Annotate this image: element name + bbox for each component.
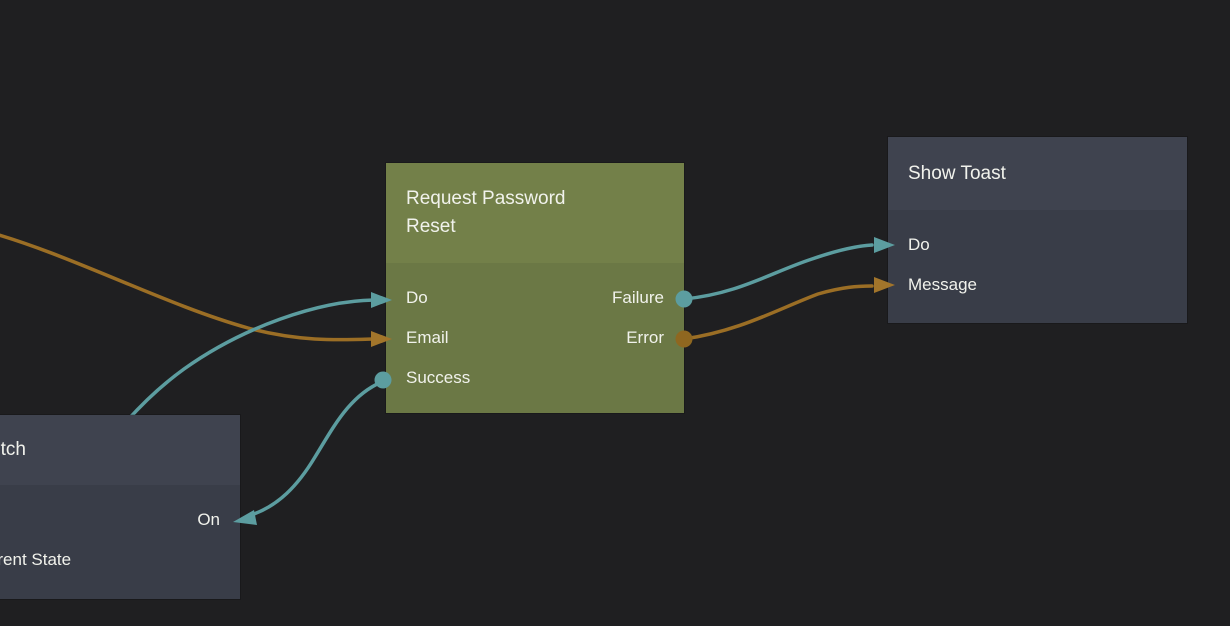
port-switch-on[interactable]: On (0, 500, 240, 540)
node-switch-body: On Current State (0, 485, 240, 599)
arrowhead-email-input-icon[interactable] (371, 331, 392, 347)
port-failure-label: Failure (612, 288, 664, 307)
node-show-toast-header[interactable]: Show Toast (888, 137, 1187, 210)
node-request-password-reset-title: Request Password Reset (406, 188, 566, 237)
arrowhead-toast-message-icon[interactable] (874, 277, 895, 293)
port-error-label: Error (626, 328, 664, 347)
port-switch-on-label: On (197, 510, 220, 529)
port-switch-current-state-label: Current State (0, 550, 72, 569)
node-switch-header[interactable]: Switch (0, 415, 240, 485)
wire-email-input[interactable] (0, 231, 376, 342)
node-show-toast-body: Do Message (888, 210, 1187, 323)
port-toast-message-label: Message (908, 275, 977, 294)
wire-success-to-switch-on[interactable] (252, 379, 386, 516)
arrowhead-toast-do-icon[interactable] (874, 237, 895, 253)
dot-success-output-icon[interactable] (374, 371, 392, 389)
port-toast-do-label: Do (908, 235, 930, 254)
port-row-toast-message[interactable]: Message (888, 265, 1187, 305)
port-row-do-failure[interactable]: Do Failure (386, 278, 684, 318)
node-request-password-reset[interactable]: Request Password Reset Do Failure Email … (386, 163, 684, 413)
arrowhead-do-input-icon[interactable] (371, 292, 392, 308)
port-row-toast-do[interactable]: Do (888, 225, 1187, 265)
node-switch-title: Switch (0, 439, 26, 460)
port-email-label: Email (406, 328, 449, 347)
port-row-email-error[interactable]: Email Error (386, 318, 684, 358)
wire-failure-to-toast-do[interactable] (682, 243, 874, 301)
port-switch-current-state[interactable]: Current State (0, 540, 240, 580)
port-row-success[interactable]: Success (386, 358, 684, 398)
dot-error-output-icon[interactable] (675, 330, 693, 348)
wire-error-to-toast-message[interactable] (682, 284, 874, 341)
dot-failure-output-icon[interactable] (675, 290, 693, 308)
node-switch[interactable]: Switch On Current State (0, 415, 240, 599)
node-show-toast-title: Show Toast (908, 162, 1006, 184)
arrowhead-switch-on-icon[interactable] (233, 510, 257, 525)
node-request-password-reset-body: Do Failure Email Error Success (386, 263, 684, 413)
port-do-label: Do (406, 288, 428, 307)
node-request-password-reset-header[interactable]: Request Password Reset (386, 163, 684, 263)
node-show-toast[interactable]: Show Toast Do Message (888, 137, 1187, 323)
port-success-label: Success (406, 368, 471, 387)
